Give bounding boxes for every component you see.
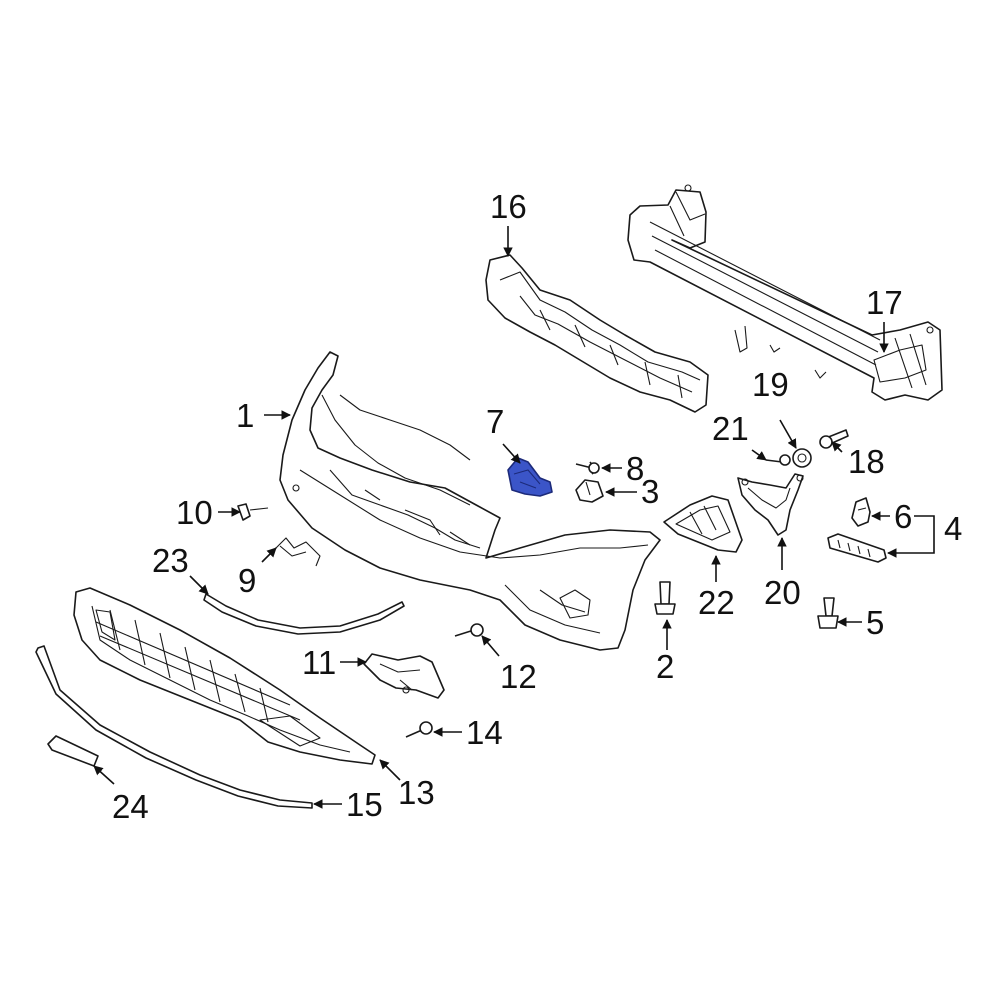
lower-grille-13-part <box>73 587 376 765</box>
bracket-7-highlighted-part <box>507 457 553 497</box>
leader-21 <box>751 449 767 461</box>
callout-5: 5 <box>866 604 884 641</box>
nut-19-part <box>792 448 812 468</box>
callout-19: 19 <box>752 366 789 403</box>
energy-absorber-part <box>485 254 709 413</box>
callout-21: 21 <box>712 410 749 447</box>
leader-7 <box>502 443 521 464</box>
reinforcement-beam-part <box>627 184 943 401</box>
leader-23 <box>189 575 209 595</box>
callout-9: 9 <box>238 562 256 599</box>
callout-23: 23 <box>152 542 189 579</box>
leader-lines <box>93 226 935 809</box>
callout-13: 13 <box>398 774 435 811</box>
screw-14-part <box>405 721 433 738</box>
callout-10: 10 <box>176 494 213 531</box>
bolt-18-part <box>819 429 849 449</box>
callout-4: 4 <box>944 510 962 547</box>
callout-20: 20 <box>764 574 801 611</box>
clip-10-part <box>237 503 269 521</box>
bolt-5-part <box>817 597 839 629</box>
screw-21-part <box>765 454 791 466</box>
callout-14: 14 <box>466 714 503 751</box>
callout-12: 12 <box>500 658 537 695</box>
callout-22: 22 <box>698 584 735 621</box>
support-bracket-part <box>737 473 804 536</box>
cover-plate-24-part <box>47 735 99 767</box>
leader-18 <box>831 441 843 453</box>
bolt-2-part <box>654 581 676 615</box>
callout-24: 24 <box>112 788 149 825</box>
screw-12-part <box>454 623 484 637</box>
callout-2: 2 <box>656 648 674 685</box>
callout-6: 6 <box>894 498 912 535</box>
side-bracket-part <box>663 495 743 553</box>
callout-17: 17 <box>866 284 903 321</box>
clip-nut-part <box>575 479 604 503</box>
callout-7: 7 <box>486 403 504 440</box>
leader-24 <box>93 765 115 785</box>
wire-bracket-9-part <box>271 537 321 567</box>
callout-numbers: 1 2 3 4 5 6 7 8 9 10 11 12 13 14 15 16 1… <box>112 188 962 825</box>
leader-4-bracket <box>887 515 935 558</box>
bumper-cover-part <box>279 351 661 651</box>
lower-trim-15-part <box>35 645 313 809</box>
trim-strip-23-part <box>203 593 405 635</box>
side-retainer-part <box>827 533 887 563</box>
callout-8: 8 <box>626 450 644 487</box>
callout-3: 3 <box>641 473 659 510</box>
leader-19 <box>779 419 797 449</box>
screw-8-part <box>575 461 600 475</box>
callout-15: 15 <box>346 786 383 823</box>
callout-11: 11 <box>302 644 336 681</box>
leader-9 <box>261 547 277 563</box>
callout-16: 16 <box>490 188 527 225</box>
callout-18: 18 <box>848 443 885 480</box>
callout-1: 1 <box>236 397 254 434</box>
leader-13 <box>379 759 401 781</box>
retainer-clip-part <box>851 497 871 527</box>
bracket-11-part <box>363 653 445 699</box>
leader-12 <box>481 635 500 657</box>
